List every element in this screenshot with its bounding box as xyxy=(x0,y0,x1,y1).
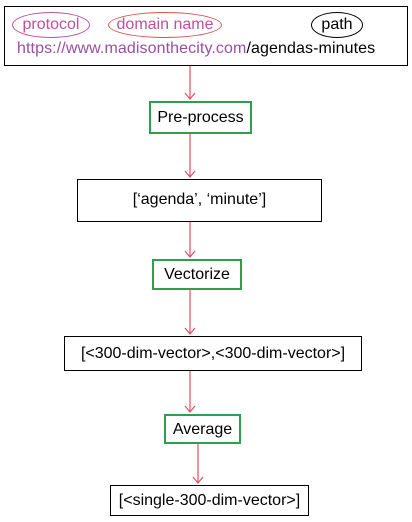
tokens-label: [‘agenda’, ‘minute’] xyxy=(132,191,267,208)
vectorize-step: Vectorize xyxy=(152,259,242,290)
domain-oval: domain name xyxy=(108,12,222,38)
url-path: /agendas-minutes xyxy=(246,40,376,57)
average-label: Average xyxy=(172,421,233,438)
preprocess-label: Pre-process xyxy=(157,109,244,126)
protocol-oval: protocol xyxy=(12,12,90,38)
protocol-label: protocol xyxy=(22,16,80,33)
result-box: [<single-300-dim-vector>] xyxy=(110,485,309,516)
vectors-label: [<300-dim-vector>,<300-dim-vector>] xyxy=(80,345,346,362)
url-domain: www.madisonthecity.com xyxy=(65,40,247,57)
result-label: [<single-300-dim-vector>] xyxy=(118,492,301,509)
path-oval: path xyxy=(311,12,363,38)
path-label: path xyxy=(321,16,353,33)
tokens-box: [‘agenda’, ‘minute’] xyxy=(77,179,322,222)
average-step: Average xyxy=(164,414,241,444)
domain-label: domain name xyxy=(116,16,214,33)
url-text: https://www.madisonthecity.com/agendas-m… xyxy=(17,40,375,58)
vectorize-label: Vectorize xyxy=(164,266,230,283)
preprocess-step: Pre-process xyxy=(149,101,252,134)
url-protocol: https:// xyxy=(17,40,66,57)
vectors-box: [<300-dim-vector>,<300-dim-vector>] xyxy=(64,336,362,371)
